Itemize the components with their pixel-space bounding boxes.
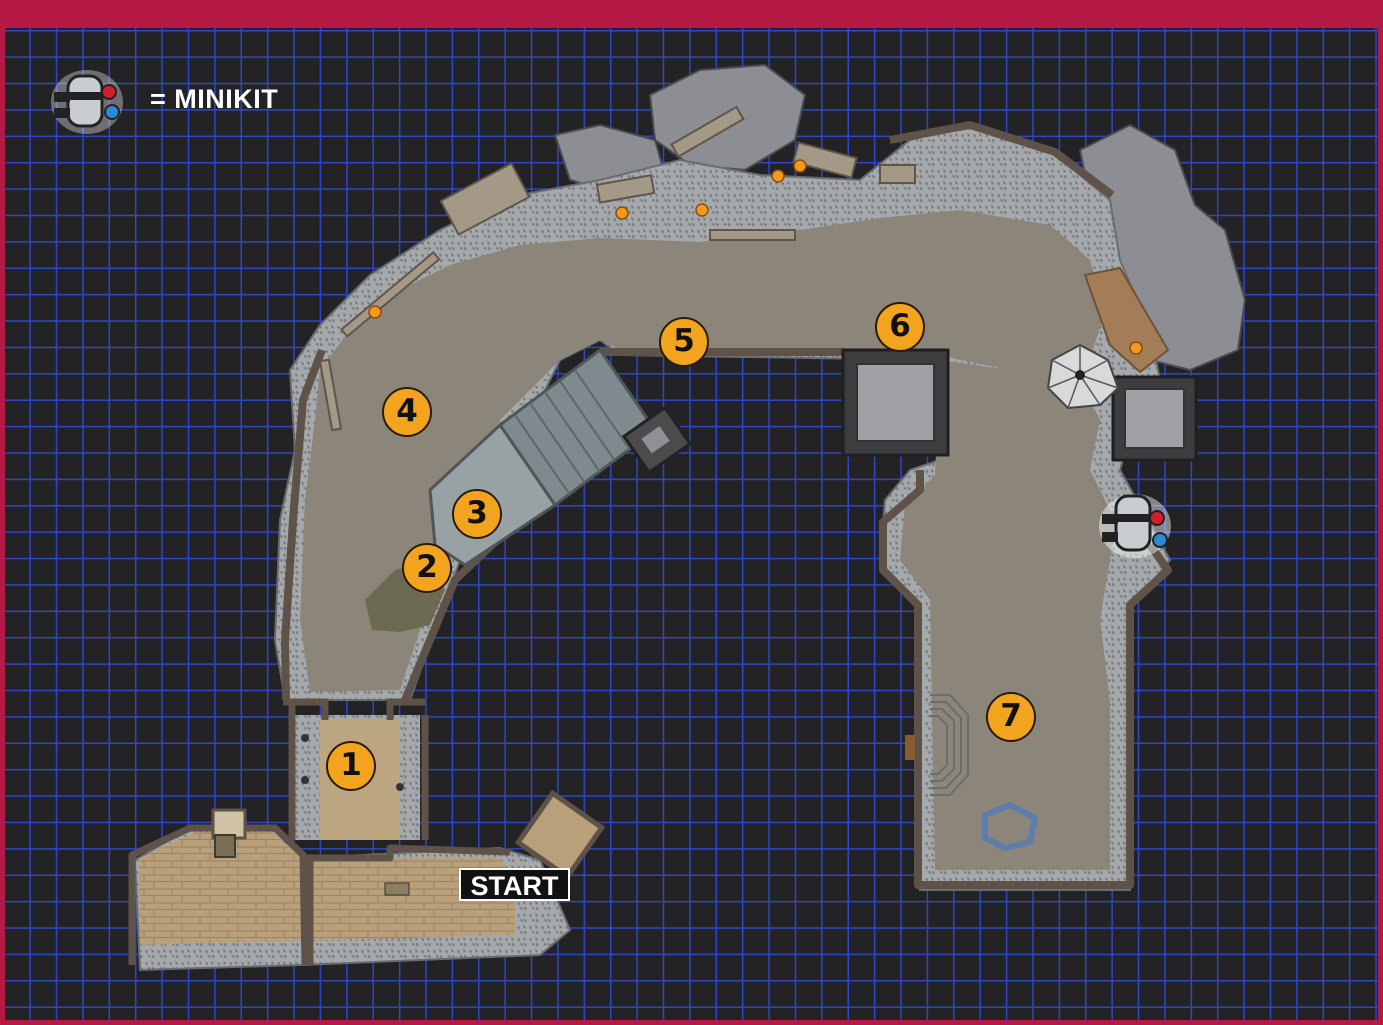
entrance-corridor	[283, 698, 429, 840]
wood-planks	[318, 105, 916, 432]
minikit-legend-icon	[46, 64, 128, 136]
wooden-ramp	[1083, 266, 1170, 374]
marker-5[interactable]: 5	[659, 317, 709, 367]
door	[905, 735, 915, 760]
start-room	[128, 789, 606, 966]
marker-4[interactable]: 4	[382, 387, 432, 437]
minikit-icon	[51, 70, 123, 134]
marker-6[interactable]: 6	[875, 302, 925, 352]
curved-stairs	[930, 694, 969, 796]
fan-prop	[1046, 343, 1120, 410]
stone-pillars	[841, 348, 1198, 462]
marker-7[interactable]: 7	[986, 692, 1036, 742]
minikit-location	[1094, 488, 1176, 560]
start-label: START	[459, 868, 570, 901]
water-ring	[982, 801, 1039, 852]
marker-3[interactable]: 3	[452, 489, 502, 539]
marker-2[interactable]: 2	[402, 543, 452, 593]
torches	[368, 159, 1143, 355]
legend-label: = MINIKIT	[150, 84, 279, 114]
minikit-icon	[1099, 494, 1171, 558]
marker-1[interactable]: 1	[326, 741, 376, 791]
